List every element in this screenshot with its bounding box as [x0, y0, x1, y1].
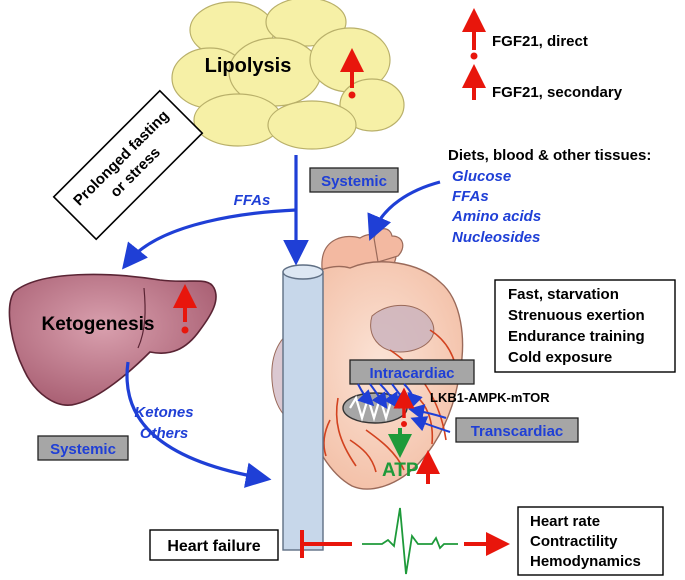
adipose-cluster [171, 0, 405, 150]
inhibition-bar [300, 530, 352, 558]
outcome-heart-rate: Heart rate [530, 513, 600, 530]
legend-direct-label: FGF21, direct [492, 33, 588, 50]
ketones-label: Ketones [134, 404, 193, 421]
condition-fast: Fast, starvation [508, 286, 619, 303]
conditions-box: Fast, starvation Strenuous exertion Endu… [494, 279, 676, 373]
liver [8, 273, 217, 406]
prolonged-fasting-box: Prolonged fasting or stress [52, 89, 204, 241]
fgf21-direct-arrow-liver [173, 284, 197, 334]
legend-secondary-label: FGF21, secondary [492, 84, 623, 101]
transcardiac-label: Transcardiac [471, 423, 564, 440]
vena-cava [282, 264, 324, 551]
condition-strenuous: Strenuous exertion [508, 307, 645, 324]
fgf21-direct-arrow-lipolysis [340, 48, 364, 99]
ecg-trace [362, 507, 458, 575]
ffas-to-liver-arrow [121, 208, 297, 270]
ketones-arrow [125, 361, 272, 488]
outcome-hemodynamics: Hemodynamics [530, 553, 641, 570]
heart-failure-label: Heart failure [167, 538, 260, 555]
diets-item-nucleosides: Nucleosides [452, 229, 540, 246]
diets-item-glucose: Glucose [452, 168, 511, 185]
systemic-left-label: Systemic [50, 441, 116, 458]
diets-title: Diets, blood & other tissues: [448, 147, 651, 164]
condition-cold: Cold exposure [508, 349, 612, 366]
transcardiac-box: Transcardiac [455, 417, 579, 443]
others-label: Others [140, 425, 188, 442]
ketogenesis-label: Ketogenesis [42, 314, 155, 335]
ffas-label: FFAs [234, 192, 271, 209]
mitochondrion [342, 392, 408, 424]
systemic-top-label: Systemic [321, 173, 387, 190]
intracardiac-box: Intracardiac [349, 359, 475, 385]
diets-item-amino-acids: Amino acids [451, 208, 541, 225]
condition-endurance: Endurance training [508, 328, 645, 345]
legend-direct [462, 8, 486, 60]
outcomes-box: Heart rate Contractility Hemodynamics [517, 506, 664, 576]
atp-label: ATP [382, 460, 419, 481]
flow-arrows [121, 155, 441, 488]
lipolysis-label: Lipolysis [205, 55, 292, 77]
heart-failure-box: Heart failure [149, 529, 279, 561]
lkb1-label: LKB1-AMPK-mTOR [430, 390, 550, 405]
intracardiac-label: Intracardiac [369, 365, 454, 382]
systemic-left-box: Systemic [37, 435, 129, 461]
diets-arrow [367, 180, 441, 241]
outcome-contractility: Contractility [530, 533, 618, 550]
diets-item-ffas: FFAs [452, 188, 489, 205]
systemic-top-box: Systemic [309, 167, 399, 193]
fgf21-direct-arrow-heart [393, 387, 415, 427]
